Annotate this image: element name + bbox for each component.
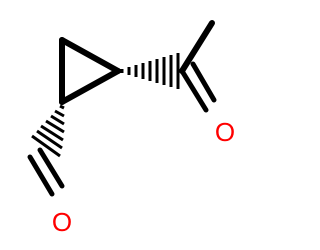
- hashed-wedge-bond-right: [120, 53, 180, 89]
- oxygen-atom-ketone: O: [215, 117, 235, 147]
- ring-bond-top: [59, 37, 121, 74]
- hashed-wedge-bond-down: [31, 104, 65, 158]
- molecule-canvas: O O: [27, 20, 236, 237]
- methyl-bond: [179, 20, 215, 74]
- oxygen-atom-aldehyde: O: [52, 207, 72, 237]
- ring-bond-diagonal: [59, 68, 121, 105]
- ketone-double-bond-b: [190, 61, 217, 103]
- aldehyde-double-bond-b: [37, 147, 65, 189]
- structure-drawing: O O: [27, 20, 235, 237]
- aldehyde-double-bond-a: [27, 154, 55, 197]
- ketone-double-bond-a: [179, 68, 209, 113]
